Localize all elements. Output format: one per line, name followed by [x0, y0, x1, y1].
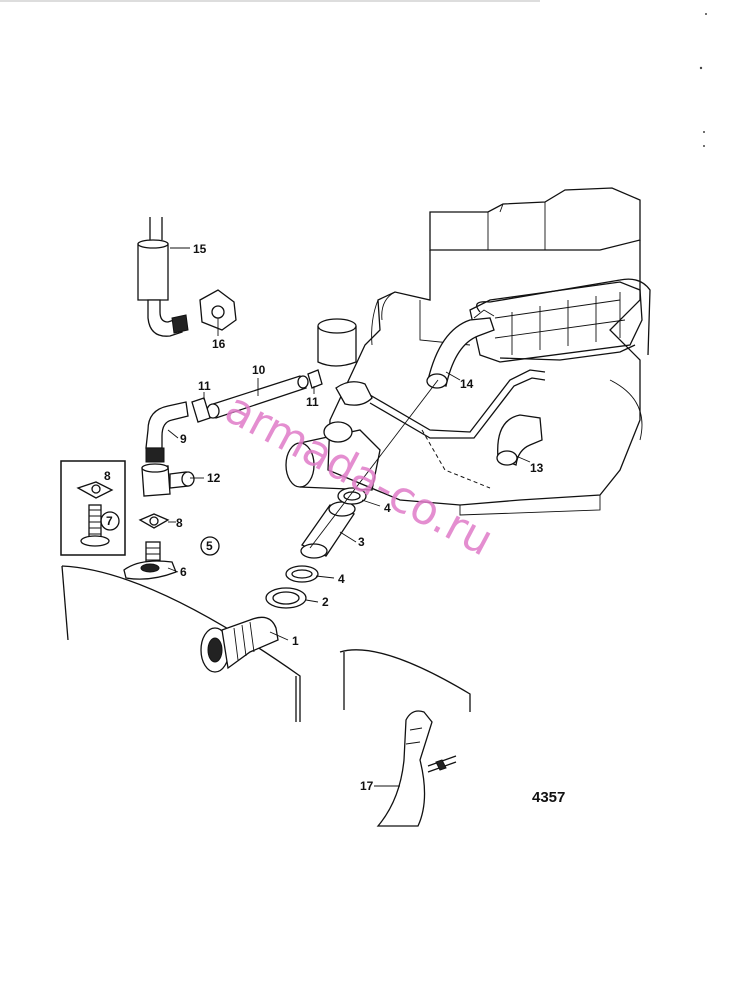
callout-2: 2: [322, 595, 329, 609]
callout-1: 1: [292, 634, 299, 648]
callout-12: 12: [207, 471, 221, 485]
figure-number: 4357: [532, 789, 565, 806]
callout-11-left: 11: [198, 379, 211, 393]
part-17-scoop: [376, 710, 457, 827]
callout-10: 10: [252, 363, 266, 377]
part-13-fitting: [496, 414, 543, 466]
part-15-16-assembly: [137, 217, 237, 337]
callout-3: 3: [358, 535, 365, 549]
engine-block: [285, 187, 651, 516]
callout-14: 14: [460, 377, 474, 391]
callout-7: 7: [106, 514, 113, 528]
intake-assembly: [200, 379, 439, 673]
callout-8-inset: 8: [104, 469, 111, 483]
callout-7-circle: [100, 511, 120, 531]
part-6-8-assembly: [123, 513, 177, 580]
callout-4-lower: 4: [338, 572, 345, 586]
inset-bolt-detail: [60, 460, 126, 556]
callout-9: 9: [180, 432, 187, 446]
callout-15: 15: [193, 242, 207, 256]
callout-11-right: 11: [306, 395, 319, 409]
callout-5: 5: [206, 539, 213, 553]
callouts: 1 2 3 4 4 5 6 7 8 8 9 10 11 11 12 13 14 …: [100, 242, 544, 793]
callout-6: 6: [180, 565, 187, 579]
part-9-10-11-12-assembly: [141, 369, 323, 497]
leader-lines: [167, 247, 531, 787]
callout-17: 17: [360, 779, 374, 793]
hull-sides: [61, 565, 471, 722]
callout-16: 16: [212, 337, 226, 351]
callout-13: 13: [530, 461, 544, 475]
callout-4-upper: 4: [384, 501, 391, 515]
callout-5-circle: [200, 536, 220, 556]
callout-8: 8: [176, 516, 183, 530]
